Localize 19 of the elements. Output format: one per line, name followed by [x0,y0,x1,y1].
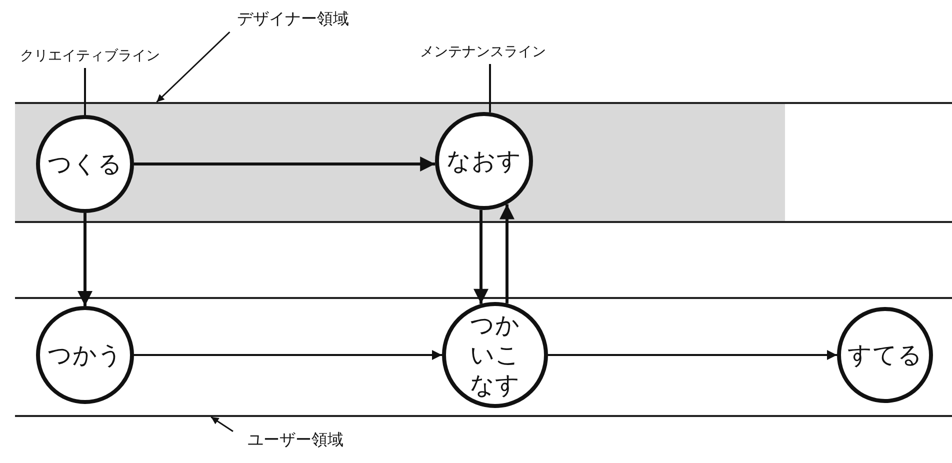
annotation-label: クリエイティブライン [5,44,175,68]
annotation-label: デザイナー領域 [228,6,358,32]
leader-line [489,64,491,112]
leader-line [156,31,230,103]
arrow [134,350,442,360]
arrow [548,350,837,360]
band-region [15,102,952,223]
annotation-label: ユーザー領域 [233,427,358,453]
circle-node: つかいこなす [442,302,548,408]
annotation-label: メンテナンスライン [418,40,548,64]
arrow [78,213,92,306]
arrow [474,210,488,304]
band-region [15,297,952,417]
arrow [134,156,436,172]
circle-node: つかう [36,306,134,404]
arrow [500,204,514,304]
circle-node: すてる [837,307,933,403]
leader-line [210,416,234,432]
leader-line [84,68,86,115]
